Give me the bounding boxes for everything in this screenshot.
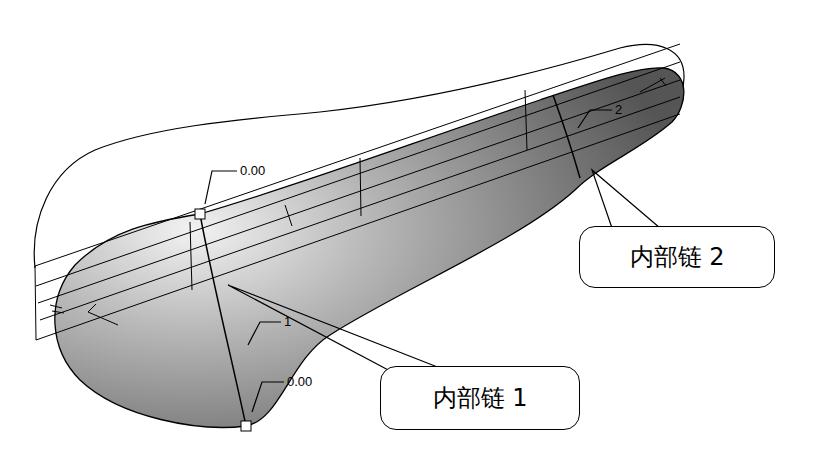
callout-number: 1 bbox=[284, 315, 291, 328]
internal-chain-curve bbox=[553, 95, 580, 178]
callout-text: 内部链 2 bbox=[630, 241, 725, 273]
callout-bubble: 内部链 2 bbox=[579, 226, 775, 288]
chain-end-marker bbox=[195, 209, 205, 219]
callout-bubble: 内部链 1 bbox=[380, 366, 580, 430]
plane-arrows bbox=[50, 78, 666, 325]
reference-planes bbox=[35, 44, 680, 340]
callout-number: 2 bbox=[615, 103, 622, 116]
callout-text: 内部链 1 bbox=[433, 382, 528, 414]
dimension-value: 0.00 bbox=[240, 164, 265, 177]
chain-end-marker bbox=[241, 421, 251, 431]
internal-chain-curve bbox=[200, 214, 246, 426]
dimension-value: 0.00 bbox=[287, 375, 312, 388]
